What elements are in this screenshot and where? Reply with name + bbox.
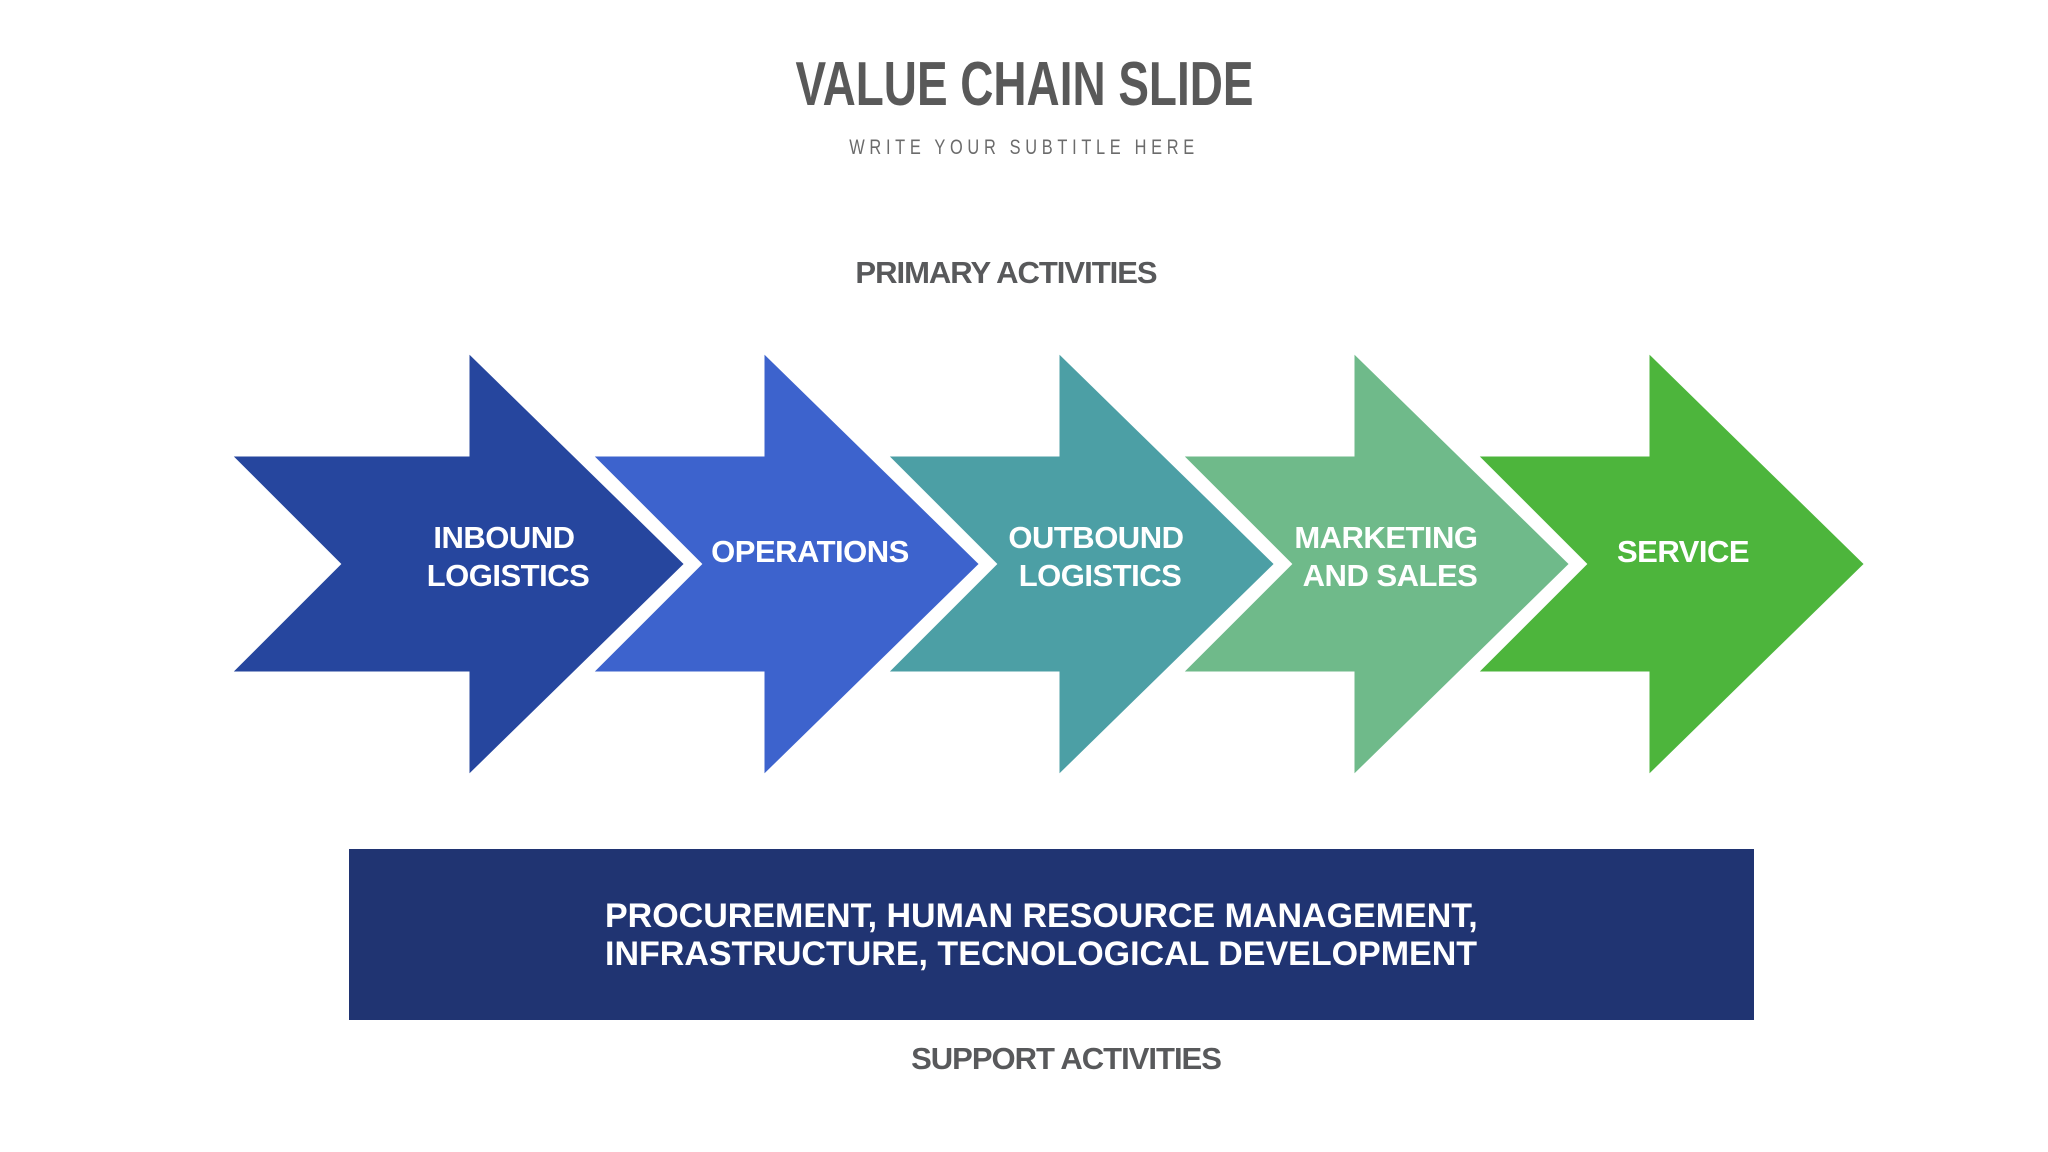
arrow-label-line: OUTBOUND	[1008, 520, 1183, 555]
page-subtitle-text: WRITE YOUR SUBTITLE HERE	[849, 136, 1199, 159]
page-title: VALUE CHAIN SLIDE	[0, 52, 2048, 118]
arrow-label-line: INBOUND	[433, 520, 574, 555]
arrow-label-line: MARKETING	[1294, 520, 1477, 555]
arrow-label-operations: OPERATIONS	[711, 534, 909, 569]
arrow-label-line: LOGISTICS	[1019, 558, 1182, 593]
page-subtitle: WRITE YOUR SUBTITLE HERE	[0, 136, 2048, 160]
arrow-label-inbound-logistics: INBOUND LOGISTICS	[427, 520, 590, 593]
arrow-shape-outbound-logistics	[868, 333, 1287, 795]
support-activities-heading: SUPPORT ACTIVITIES	[911, 1041, 1222, 1076]
support-activities-bar: PROCUREMENT, HUMAN RESOURCE MANAGEMENT, …	[349, 849, 1754, 1020]
arrow-label-outbound-logistics: OUTBOUND LOGISTICS	[1008, 520, 1191, 593]
arrow-label-line: OPERATIONS	[711, 534, 909, 569]
arrow-label-line: AND SALES	[1303, 558, 1478, 593]
arrow-label-service: SERVICE	[1617, 534, 1749, 569]
arrow-shape-operations	[573, 333, 992, 795]
page-title-text: VALUE CHAIN SLIDE	[795, 50, 1253, 119]
support-bar-line-2: INFRASTRUCTURE, TECNOLOGICAL DEVELOPMENT	[605, 934, 1478, 973]
arrow-shape-inbound-logistics	[212, 333, 697, 795]
primary-activities-heading: PRIMARY ACTIVITIES	[855, 255, 1157, 290]
arrow-label-line: SERVICE	[1617, 534, 1749, 569]
arrow-shape-service	[1458, 333, 1877, 795]
support-bar-line-1: PROCUREMENT, HUMAN RESOURCE MANAGEMENT,	[605, 896, 1478, 935]
arrow-shape-marketing-and-sales	[1163, 333, 1582, 795]
arrow-label-line: LOGISTICS	[427, 558, 590, 593]
arrow-label-marketing-and-sales: MARKETING AND SALES	[1294, 520, 1485, 593]
